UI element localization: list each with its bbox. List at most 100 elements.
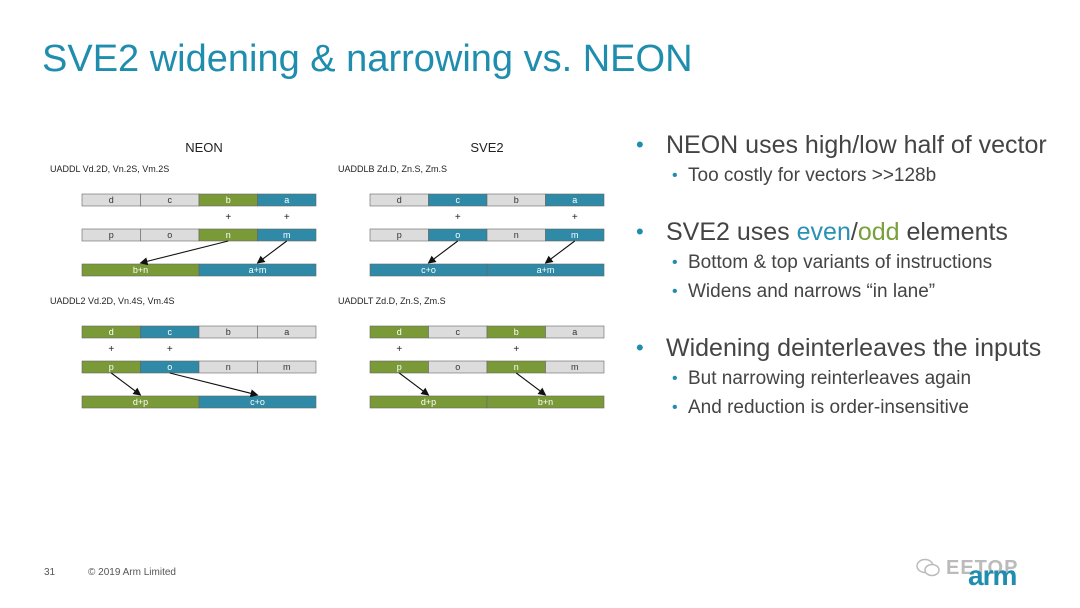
element-label: b [514, 195, 519, 205]
watermark-text: EETOP [946, 556, 1019, 579]
element-label: c [168, 195, 173, 205]
bullet-dot-icon: • [636, 335, 644, 360]
plus-sign: + [513, 344, 519, 355]
result-label: b+n [538, 397, 553, 407]
element-label: d [109, 327, 114, 337]
bullet-text: NEON uses high/low half of vector [666, 131, 1047, 159]
plus-sign: + [396, 344, 402, 355]
bullet-dot-icon: • [672, 370, 678, 387]
element-label: m [283, 362, 291, 372]
vector-element [545, 325, 605, 339]
bullet-gap [636, 305, 1056, 333]
element-label: b [226, 195, 231, 205]
bullet-sub: • Widens and narrows “in lane” [636, 278, 1056, 305]
bullet-sub: • And reduction is order-insensitive [636, 394, 1056, 421]
bullet-dot-icon: • [672, 254, 678, 271]
vector-element [545, 193, 605, 207]
bullet-dot-icon: • [636, 132, 644, 157]
bullet-sub-text: Bottom & top variants of instructions [688, 252, 993, 273]
data-flow-arrow [256, 240, 288, 264]
slide-title: SVE2 widening & narrowing vs. NEON [42, 38, 693, 80]
element-label: o [455, 230, 460, 240]
bullet-text: odd [857, 218, 900, 246]
bullet-sub: •Too costly for vectors >>128b [636, 162, 1056, 189]
bullet-list: • NEON uses high/low half of vector •Too c… [636, 130, 1056, 421]
data-flow-arrow [515, 372, 547, 396]
element-label: n [514, 230, 519, 240]
instruction-label: UADDLT Zd.D, Zn.S, Zm.S [338, 296, 446, 306]
vector-element [257, 360, 317, 374]
element-label: b [226, 327, 231, 337]
arm-logo: arm [968, 560, 1017, 591]
element-label: p [397, 362, 402, 372]
element-label: a [572, 195, 577, 205]
element-label: c [168, 327, 173, 337]
element-label: d [397, 327, 402, 337]
neon-heading: NEON [185, 140, 223, 155]
bullet-dot-icon: • [672, 283, 678, 300]
element-label: m [571, 362, 579, 372]
instruction-label: UADDLB Zd.D, Zn.S, Zm.S [338, 164, 447, 174]
result-element [486, 263, 605, 277]
bullet-text: / [850, 218, 858, 246]
result-label: c+o [421, 265, 436, 275]
element-label: p [109, 362, 114, 372]
plus-sign: + [225, 212, 231, 223]
element-label: o [167, 230, 172, 240]
data-flow-arrow [139, 240, 229, 266]
bullet-sub: • Bottom & top variants of instructions [636, 249, 1056, 276]
bullet-text: Widening deinterleaves the inputs [666, 334, 1042, 362]
bullet-dot-icon: • [636, 219, 644, 244]
plus-sign: + [284, 212, 290, 223]
element-label: b [514, 327, 519, 337]
bullet-sub-text: But narrowing reinterleaves again [688, 368, 972, 389]
element-label: o [455, 362, 460, 372]
result-label: b+n [133, 265, 148, 275]
copyright-text: © 2019 Arm Limited [88, 567, 176, 578]
element-label: o [167, 362, 172, 372]
bullet-text: SVE2 uses [666, 218, 797, 246]
data-flow-arrow [544, 240, 576, 264]
element-label: d [109, 195, 114, 205]
element-label: m [283, 230, 291, 240]
result-label: a+m [537, 265, 555, 275]
element-label: a [284, 195, 289, 205]
instruction-label: UADDL2 Vd.2D, Vn.4S, Vm.4S [50, 296, 175, 306]
result-label: d+p [421, 397, 436, 407]
data-flow-arrow [427, 240, 459, 264]
element-label: d [397, 195, 402, 205]
vector-element [257, 325, 317, 339]
result-label: d+p [133, 397, 148, 407]
bullet-main: • NEON uses high/low half of vector [636, 130, 1056, 160]
element-label: m [571, 230, 579, 240]
data-flow-arrow [110, 372, 142, 396]
element-label: p [109, 230, 114, 240]
element-label: n [514, 362, 519, 372]
watermark: EETOP [916, 548, 1056, 588]
bullet-text: even [796, 218, 851, 246]
bullet-sub: • But narrowing reinterleaves again [636, 365, 1056, 392]
bullet-dot-icon: • [672, 399, 678, 416]
vector-element [545, 360, 605, 374]
data-flow-arrow [169, 372, 259, 398]
vector-diagrams: NEON SVE2 UADDL Vd.2D, Vn.2S, Vm.2S d c b a p… [50, 140, 605, 409]
element-label: c [456, 195, 461, 205]
plus-sign: + [108, 344, 114, 355]
bullet-main: • SVE2 uses even/odd elements [636, 217, 1056, 247]
bullet-main: • Widening deinterleaves the inputs [636, 333, 1056, 363]
sve2-heading: SVE2 [470, 140, 503, 155]
bullet-sub-text: And reduction is order-insensitive [688, 397, 969, 418]
element-label: p [397, 230, 402, 240]
instruction-label: UADDL Vd.2D, Vn.2S, Vm.2S [50, 164, 169, 174]
result-label: c+o [250, 397, 265, 407]
result-element [198, 263, 317, 277]
result-element [486, 395, 605, 409]
element-label: a [572, 327, 577, 337]
bullet-text: elements [899, 218, 1008, 246]
plus-sign: + [572, 212, 578, 223]
element-label: c [456, 327, 461, 337]
page-number: 31 [44, 567, 56, 578]
bullet-dot-icon: • [672, 167, 678, 184]
data-flow-arrow [398, 372, 430, 396]
bullet-sub-text: Widens and narrows “in lane” [688, 281, 936, 302]
